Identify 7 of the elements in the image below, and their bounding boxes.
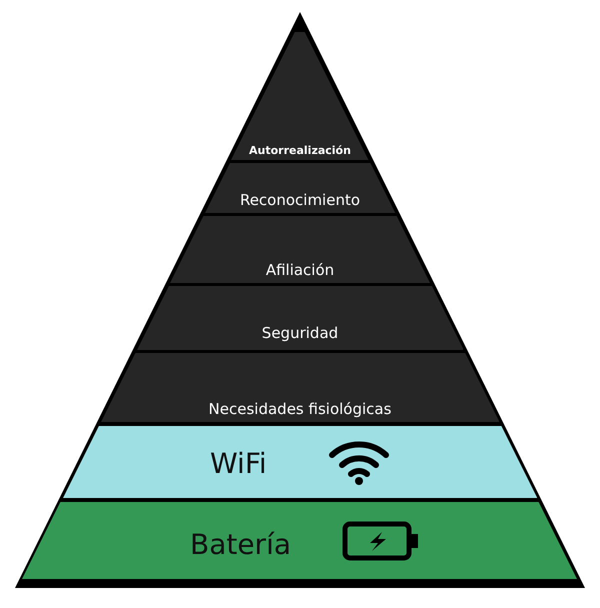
level-label: WiFi	[210, 447, 267, 480]
level-label: Reconocimiento	[240, 191, 360, 209]
level-label: Afiliación	[266, 261, 334, 279]
level-label: Autorrealización	[249, 144, 351, 157]
level-label: Necesidades fisiológicas	[208, 400, 392, 418]
level-label: Batería	[190, 528, 292, 561]
level-label: Seguridad	[262, 324, 338, 342]
